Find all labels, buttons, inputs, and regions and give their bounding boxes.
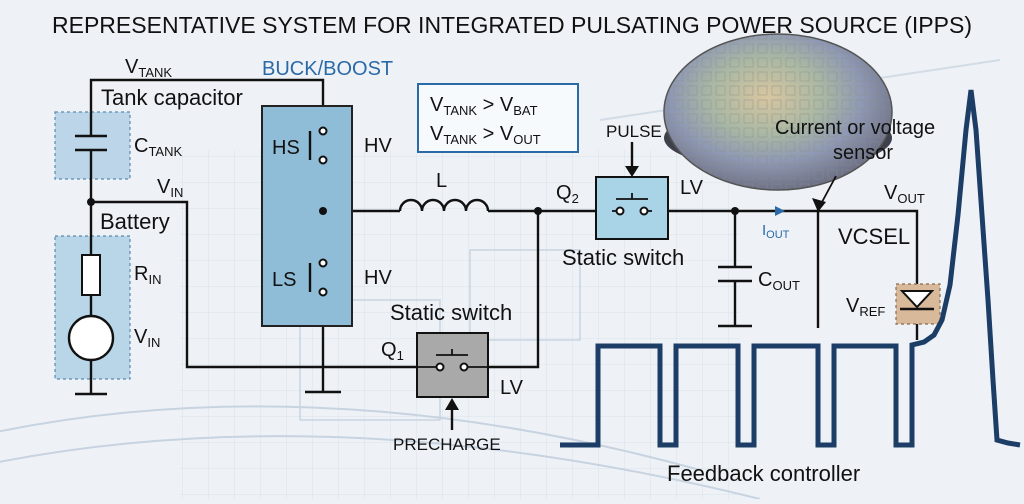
battery-label: Battery xyxy=(100,209,170,234)
vref-label: VREF xyxy=(846,295,885,319)
static-switch-top-label: Static switch xyxy=(562,245,684,270)
static-switch-bottom-label: Static switch xyxy=(390,300,512,325)
hv-top-label: HV xyxy=(364,135,392,157)
junction-dot xyxy=(731,207,739,215)
vin-top-label: VIN xyxy=(157,176,183,200)
tank-capacitor-symbol xyxy=(75,134,107,152)
vcsel-label: VCSEL xyxy=(838,224,910,249)
feedback-pulse-waveform xyxy=(560,89,1021,448)
cout-label: COUT xyxy=(758,269,800,293)
inductor-label: L xyxy=(436,170,447,192)
vin-source-label: VIN xyxy=(134,326,160,350)
iout-arrow-icon xyxy=(775,206,785,216)
diagram-title: REPRESENTATIVE SYSTEM FOR INTEGRATED PUL… xyxy=(52,12,972,38)
sensor-label-line1: Current or voltage xyxy=(775,117,935,139)
q2-static-switch xyxy=(595,176,669,240)
pulse-label: PULSE xyxy=(606,122,662,141)
buck-boost-label: BUCK/BOOST xyxy=(262,58,393,80)
junction-dot xyxy=(87,198,95,206)
q1-static-switch xyxy=(416,332,489,398)
hs-switch xyxy=(308,126,328,165)
cout-capacitor xyxy=(718,265,752,328)
precharge-label: PRECHARGE xyxy=(393,435,501,454)
rin-label: RIN xyxy=(134,263,161,287)
tank-capacitor-label: Tank capacitor xyxy=(101,85,243,110)
condition-box xyxy=(417,83,579,153)
condition-vtank-vout: VTANK > VOUT xyxy=(430,123,541,147)
tank-capacitor-box xyxy=(54,111,131,180)
inductor-symbol xyxy=(398,198,490,212)
hv-bottom-label: HV xyxy=(364,267,392,289)
lv-bottom-label: LV xyxy=(500,377,524,399)
ctank-label: CTANK xyxy=(134,135,182,159)
sensor-label-line2: sensor xyxy=(833,142,893,164)
q1-label: Q1 xyxy=(381,339,404,363)
iout-label: IOUT xyxy=(762,222,790,241)
lv-top-label: LV xyxy=(680,177,704,199)
rin-resistor xyxy=(81,254,101,296)
condition-vtank-vbat: VTANK > VBAT xyxy=(430,94,538,118)
vcsel-diode-icon xyxy=(899,290,935,311)
hs-label: HS xyxy=(272,137,300,159)
silicon-wafer-image xyxy=(663,33,893,191)
vin-source xyxy=(67,314,115,362)
precharge-arrow-icon xyxy=(445,398,459,430)
sensor-arrow-icon xyxy=(812,175,837,212)
ls-label: LS xyxy=(272,269,296,291)
vtank-label: VTANK xyxy=(125,56,172,80)
switch-node-dot xyxy=(319,207,327,215)
pulse-arrow-icon xyxy=(625,142,639,177)
ls-switch xyxy=(308,258,328,297)
vout-label: VOUT xyxy=(884,182,925,206)
junction-dot xyxy=(534,207,542,215)
buck-boost-block xyxy=(261,105,353,327)
feedback-controller-label: Feedback controller xyxy=(667,461,860,486)
q2-label: Q2 xyxy=(556,182,579,206)
